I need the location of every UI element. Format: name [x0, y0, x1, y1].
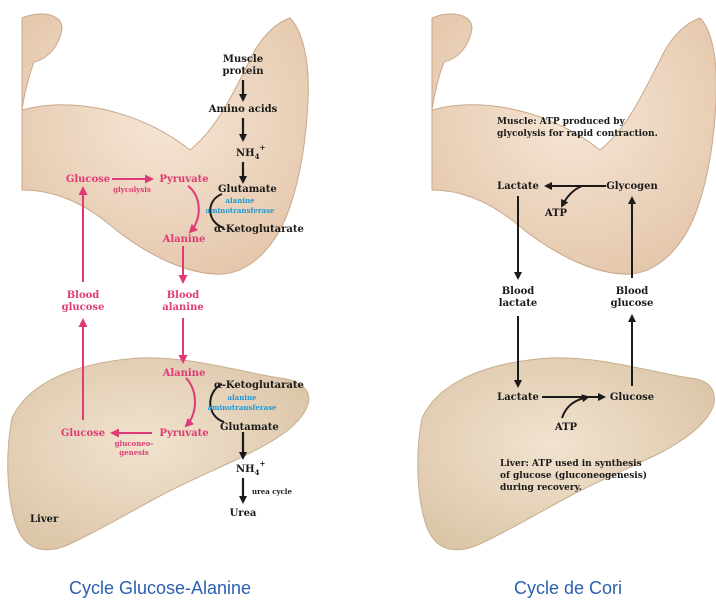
label-glucose-liver: Glucose [61, 428, 105, 439]
arm-illustration-right [432, 14, 716, 274]
label-blood-glucose-right-2: glucose [611, 298, 654, 309]
label-alanine-liver: Alanine [162, 368, 206, 379]
enzyme-liver-2: aminotransferase [208, 403, 277, 412]
label-glucose-liver-right: Glucose [610, 392, 654, 403]
label-amino-acids: Amino acids [208, 104, 278, 115]
label-glycolysis: glycolysis [113, 185, 151, 194]
label-blood-lactate-1: Blood [502, 286, 535, 297]
caption-cycle-de-cori: Cycle de Cori [514, 578, 622, 598]
liver-note-3: during recovery. [500, 483, 582, 493]
label-blood-alanine-2: alanine [162, 302, 203, 313]
label-protein: protein [223, 66, 265, 77]
enzyme-top-1: alanine [225, 196, 255, 205]
right-panel: Muscle: ATP produced by glycolysis for r… [418, 14, 716, 598]
label-pyruvate-top: Pyruvate [159, 174, 208, 185]
label-nh4-liver: NH4+ [236, 459, 265, 477]
left-panel: Muscle protein Amino acids NH4+ Glutamat… [8, 14, 309, 598]
enzyme-liver-1: alanine [227, 393, 257, 402]
caption-glucose-alanine: Cycle Glucose-Alanine [69, 578, 251, 598]
label-muscle: Muscle [223, 54, 263, 65]
label-glucose-top: Glucose [66, 174, 110, 185]
label-glutamate-liver: Glutamate [220, 422, 279, 433]
label-gluconeogenesis-1: gluconeo- [115, 439, 154, 448]
liver-illustration-right [418, 358, 715, 550]
label-glutamate-top: Glutamate [218, 184, 277, 195]
label-alanine-top: Alanine [162, 234, 206, 245]
label-atp-muscle: ATP [544, 208, 568, 219]
label-akg-liver: α-Ketoglutarate [214, 380, 304, 391]
label-gluconeogenesis-2: genesis [119, 448, 148, 457]
label-pyruvate-liver: Pyruvate [159, 428, 208, 439]
label-urea: Urea [230, 508, 257, 519]
label-glycogen: Glycogen [606, 181, 658, 192]
muscle-note-1: Muscle: ATP produced by [497, 117, 626, 127]
muscle-note-2: glycolysis for rapid contraction. [497, 129, 658, 139]
label-blood-glucose-1: Blood [67, 290, 100, 301]
label-akg-top: α-Ketoglutarate [214, 224, 304, 235]
label-lactate-liver: Lactate [497, 392, 539, 403]
liver-note-1: Liver: ATP used in synthesis [500, 459, 642, 469]
label-atp-liver: ATP [554, 422, 578, 433]
liver-note-2: of glucose (gluconeogenesis) [500, 470, 647, 481]
enzyme-top-2: aminotransferase [206, 206, 275, 215]
label-urea-cycle: urea cycle [252, 487, 292, 496]
label-liver: Liver [30, 514, 59, 525]
label-lactate-muscle: Lactate [497, 181, 539, 192]
label-blood-alanine-1: Blood [167, 290, 200, 301]
label-blood-glucose-right-1: Blood [616, 286, 649, 297]
label-blood-lactate-2: lactate [499, 298, 537, 309]
label-blood-glucose-2: glucose [62, 302, 105, 313]
